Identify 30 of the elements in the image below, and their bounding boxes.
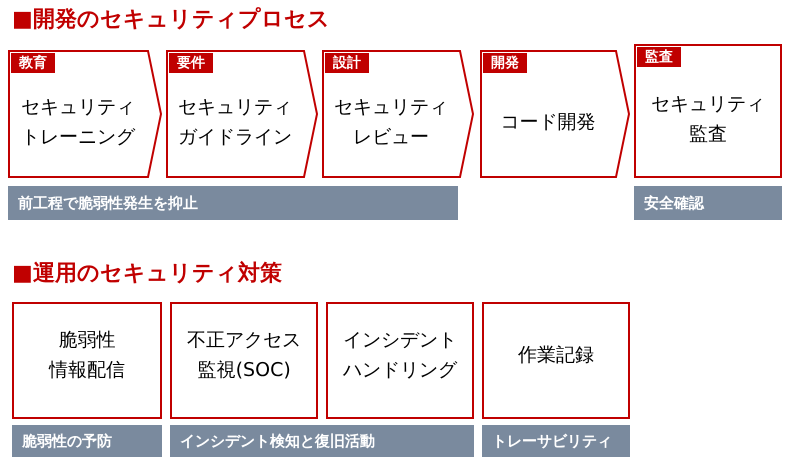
process-box <box>634 44 782 178</box>
step-label: セキュリティレビュー <box>332 95 449 150</box>
summary-bar: インシデント検知と復旧活動 <box>170 425 474 457</box>
chevron-step <box>8 50 162 178</box>
chevron-step <box>480 50 630 178</box>
phase-tag: 教育 <box>11 53 55 73</box>
phase-tag: 要件 <box>169 53 213 73</box>
step-label: 脆弱性情報配信 <box>48 328 126 382</box>
section-heading: ■運用のセキュリティ対策 <box>12 260 282 288</box>
step-label: コード開発 <box>499 110 596 135</box>
step-label: セキュリティ監査 <box>650 92 766 147</box>
step-label: セキュリティトレーニング <box>20 95 136 150</box>
step-label: 不正アクセス監視(SOC) <box>186 328 302 382</box>
process-box <box>482 302 630 419</box>
phase-tag: 開発 <box>483 53 527 73</box>
summary-bar: 安全確認 <box>634 186 782 220</box>
section-heading: ■開発のセキュリティプロセス <box>12 6 330 34</box>
step-label: インシデントハンドリング <box>342 328 458 382</box>
summary-bar: トレーサビリティ <box>482 425 630 457</box>
summary-bar: 脆弱性の予防 <box>12 425 162 457</box>
phase-tag: 監査 <box>637 47 681 67</box>
process-box <box>326 302 474 419</box>
step-label: セキュリティガイドライン <box>176 95 293 150</box>
process-box <box>12 302 162 419</box>
chevron-step <box>322 50 474 178</box>
phase-tag: 設計 <box>325 53 369 73</box>
process-box <box>170 302 318 419</box>
summary-bar: 前工程で脆弱性発生を抑止 <box>8 186 458 220</box>
step-label: 作業記録 <box>516 342 595 368</box>
chevron-step <box>166 50 318 178</box>
